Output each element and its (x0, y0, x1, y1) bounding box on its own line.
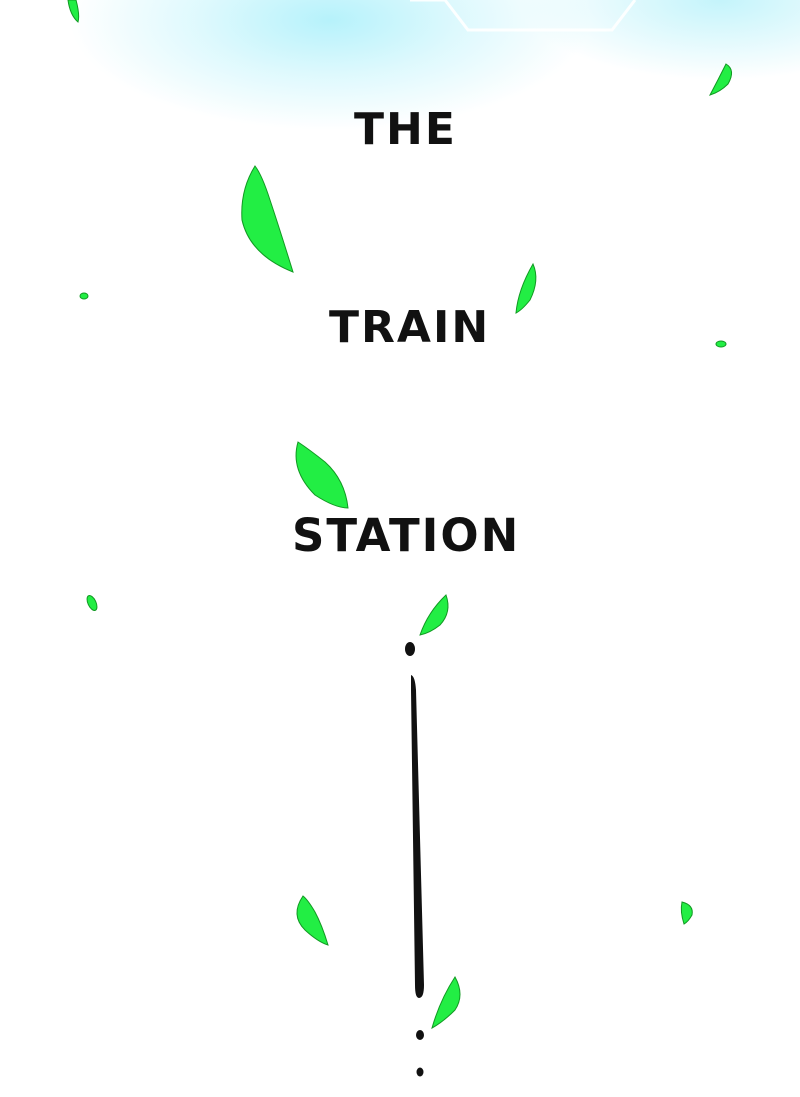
ellipsis-speech-mark (405, 642, 424, 1077)
ink-dot (405, 642, 415, 656)
leaf (295, 441, 349, 509)
caption-line-station: STATION (292, 509, 521, 562)
caption-line-the: THE (354, 104, 457, 155)
leaf (241, 165, 294, 273)
sky-gradient (0, 0, 800, 200)
leaf (680, 901, 693, 925)
leaf (419, 594, 449, 636)
leaf (708, 63, 732, 96)
falling-leaves (67, 0, 732, 1030)
leaf (515, 262, 537, 314)
leaf (715, 340, 727, 348)
leaf (431, 976, 461, 1030)
caption-line-train: TRAIN (329, 302, 491, 353)
ink-dot (416, 1030, 424, 1040)
leaf (86, 595, 98, 611)
ink-dot (416, 1067, 424, 1077)
leaf (79, 292, 89, 300)
hexagon-outline (410, 0, 637, 32)
leaf (67, 0, 80, 23)
ink-line (411, 675, 424, 998)
leaf (296, 895, 329, 946)
